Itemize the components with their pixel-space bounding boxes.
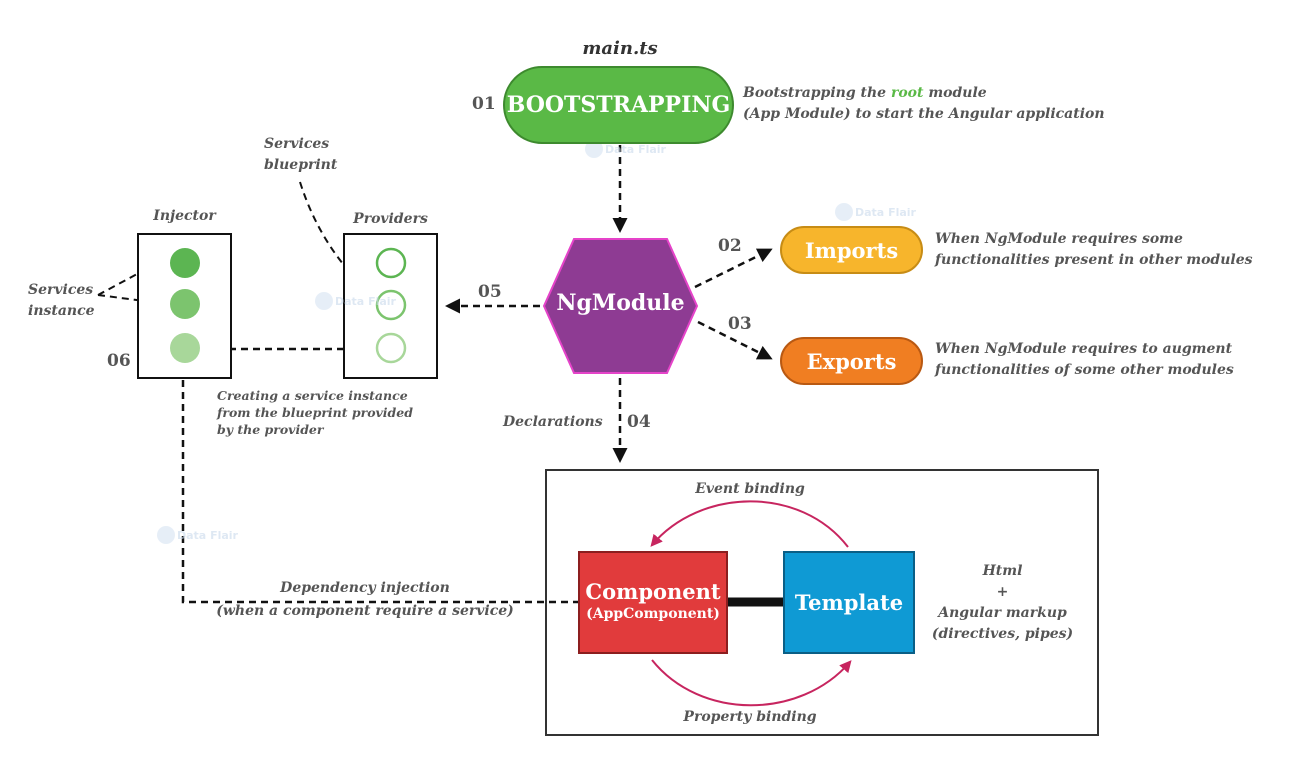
step-number-02: 02 xyxy=(718,236,742,256)
step-number-06: 06 xyxy=(107,351,131,371)
watermark-logo-icon xyxy=(835,203,853,221)
watermark-logo-icon xyxy=(157,526,175,544)
provider-blueprint-dot-3 xyxy=(375,332,407,364)
ngmodule-label: NgModule xyxy=(556,290,685,316)
template-box: Template xyxy=(783,551,915,654)
providers-title: Providers xyxy=(353,211,428,227)
html-note-line3: Angular markup xyxy=(938,605,1067,621)
ngmodule-to-exports-arrow xyxy=(697,320,773,360)
component-box: Component (AppComponent) xyxy=(578,551,728,654)
html-markup-note: Html + Angular markup (directives, pipes… xyxy=(920,561,1085,645)
creating-line3: by the provider xyxy=(217,422,324,437)
ngmodule-hexagon xyxy=(542,238,699,374)
creating-line1: Creating a service instance xyxy=(217,388,408,403)
imports-desc-line2: functionalities present in other modules xyxy=(935,252,1253,268)
services-instance-label: Services instance xyxy=(28,280,95,322)
ngmodule-to-imports-arrow xyxy=(694,248,773,289)
dependency-injection-line xyxy=(181,380,578,604)
injector-instance-dot-1 xyxy=(170,248,200,278)
watermark-logo-icon xyxy=(585,140,603,158)
declarations-box xyxy=(545,469,1099,736)
step-number-03: 03 xyxy=(728,314,752,334)
exports-desc-line2: functionalities of some other modules xyxy=(935,362,1234,378)
watermark-text: Data Flair xyxy=(335,294,396,308)
bootstrapping-pill: BOOTSTRAPPING xyxy=(503,66,734,144)
provider-blueprint-dot-1 xyxy=(375,247,407,279)
watermark: Data Flair xyxy=(157,526,238,544)
step-number-04: 04 xyxy=(627,412,651,432)
creating-instance-note: Creating a service instance from the blu… xyxy=(217,387,413,438)
component-sublabel: (AppComponent) xyxy=(586,606,720,622)
watermark: Data Flair xyxy=(835,203,916,221)
exports-pill: Exports xyxy=(780,337,923,385)
imports-pill: Imports xyxy=(780,226,923,274)
dependency-line1: Dependency injection xyxy=(280,580,450,596)
bootstrapping-desc-line2: (App Module) to start the Angular applic… xyxy=(743,106,1105,122)
imports-desc-line1: When NgModule requires some xyxy=(935,231,1183,247)
watermark-text: Data Flair xyxy=(855,205,916,219)
blueprint-line1: Services xyxy=(264,136,330,152)
creating-line2: from the blueprint provided xyxy=(217,405,413,420)
exports-description: When NgModule requires to augment functi… xyxy=(935,339,1234,381)
watermark-text: Data Flair xyxy=(177,528,238,542)
bootstrapping-description: Bootstrapping the root module (App Modul… xyxy=(743,83,1105,125)
declarations-label: Declarations xyxy=(503,414,603,430)
watermark-logo-icon xyxy=(315,292,333,310)
property-binding-label: Property binding xyxy=(683,709,817,725)
html-note-line2: + xyxy=(996,584,1009,600)
watermark-text: Data Flair xyxy=(605,142,666,156)
property-binding-arrow xyxy=(651,659,852,707)
injector-instance-dot-2 xyxy=(170,289,200,319)
injector-title: Injector xyxy=(153,208,216,224)
step-number-05: 05 xyxy=(478,282,502,302)
imports-description: When NgModule requires some functionalit… xyxy=(935,229,1252,271)
root-keyword: root xyxy=(890,85,924,101)
exports-desc-line1: When NgModule requires to augment xyxy=(935,341,1233,357)
bootstrapping-desc-post: module xyxy=(923,85,987,101)
instance-line2: instance xyxy=(28,303,95,319)
watermark: Data Flair xyxy=(315,292,396,310)
main-ts-label: main.ts xyxy=(582,38,658,59)
bootstrapping-desc-pre: Bootstrapping the xyxy=(743,85,891,101)
dependency-injection-label: Dependency injection (when a component r… xyxy=(210,577,520,623)
blueprint-line2: blueprint xyxy=(264,157,338,173)
services-blueprint-label: Services blueprint xyxy=(264,134,337,176)
html-note-line4: (directives, pipes) xyxy=(931,626,1074,642)
watermark: Data Flair xyxy=(585,140,666,158)
event-binding-label: Event binding xyxy=(695,481,805,497)
provider-blueprint-dot-2 xyxy=(375,289,407,321)
html-note-line1: Html xyxy=(982,563,1023,579)
injector-instance-dot-3 xyxy=(170,333,200,363)
dependency-line2: (when a component require a service) xyxy=(216,603,514,619)
step-number-01: 01 xyxy=(472,94,496,114)
component-label: Component xyxy=(585,579,721,604)
event-binding-arrow xyxy=(650,500,849,548)
instance-line1: Services xyxy=(28,282,94,298)
